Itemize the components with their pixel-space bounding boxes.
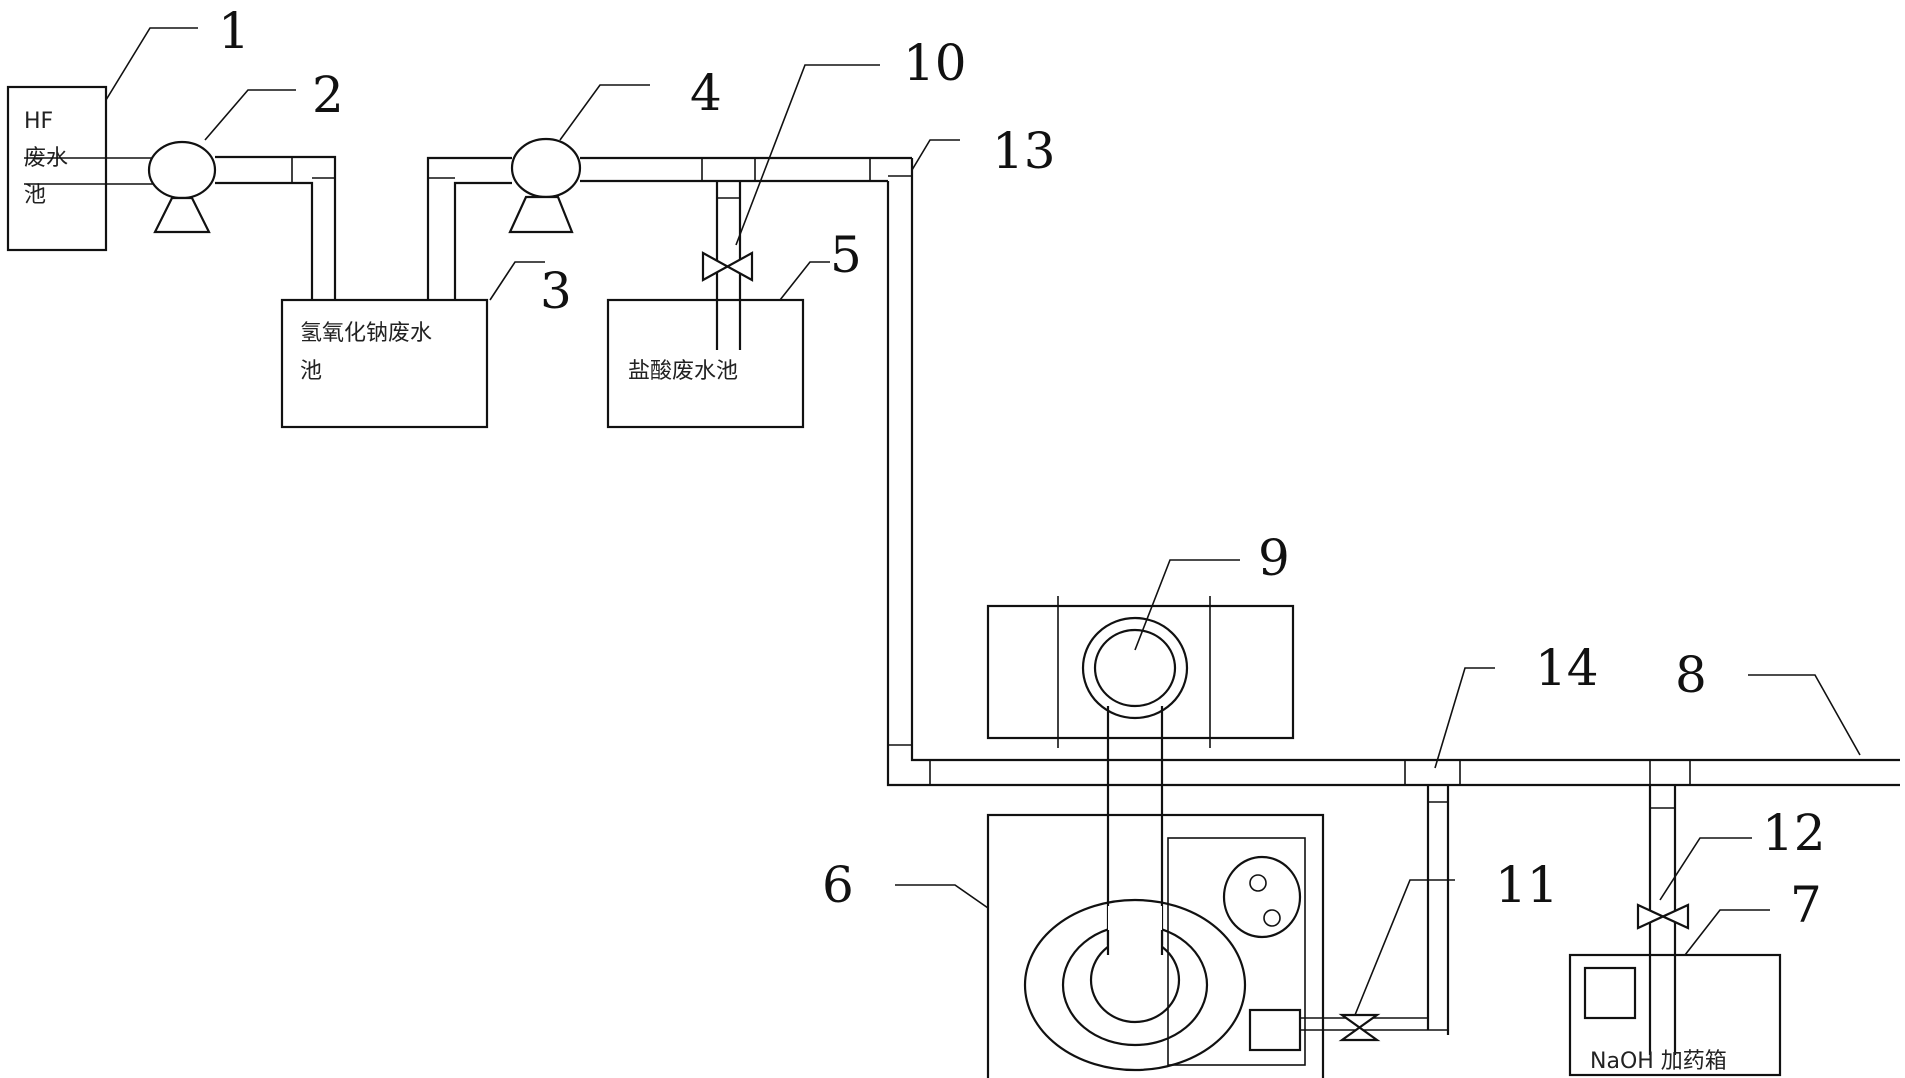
naoh-waste-label-line1: 氢氧化钠废水: [300, 321, 432, 346]
pump-4: [508, 137, 582, 234]
scrubber-6: [986, 813, 1325, 1078]
label-2: 2: [312, 66, 344, 124]
label-1: 1: [218, 2, 250, 60]
label-6: 6: [822, 856, 854, 914]
valve-11: [1338, 1013, 1381, 1042]
hcl-waste-tank: 盐酸废水池: [606, 298, 805, 429]
label-8: 8: [1675, 646, 1707, 704]
pipe-naoh-tank-to-pump4: [426, 156, 512, 300]
blower-9: [986, 596, 1295, 748]
label-5: 5: [830, 226, 862, 284]
pump-2: [147, 140, 217, 234]
naoh-dosing-tank: NaOH 加药箱: [1568, 953, 1782, 1077]
hf-waste-tank: HF 废水 池: [6, 85, 108, 252]
naoh-dosing-label: NaOH 加药箱: [1590, 1049, 1727, 1074]
label-12: 12: [1762, 804, 1826, 862]
label-3: 3: [540, 262, 572, 320]
pipe-pump2-to-naoh-tank: [215, 155, 337, 300]
valve-12: [1636, 903, 1690, 930]
naoh-waste-label-line2: 池: [300, 359, 322, 384]
hf-tank-label-line1: HF: [24, 109, 53, 134]
label-4: 4: [690, 64, 722, 122]
leader-lines: [105, 27, 1861, 1016]
pipe-hf-to-pump2: [24, 157, 153, 185]
valve-10: [701, 251, 754, 282]
label-11: 11: [1495, 856, 1559, 914]
naoh-waste-tank: 氢氧化钠废水 池: [280, 298, 489, 429]
label-14: 14: [1535, 639, 1599, 697]
hf-tank-label-line3: 池: [24, 183, 46, 208]
label-9: 9: [1258, 529, 1290, 587]
hcl-waste-label: 盐酸废水池: [628, 359, 738, 384]
branch-14-to-scrubber: [1300, 785, 1450, 1035]
pipe-pump4-to-junction13: [580, 156, 912, 183]
label-13: 13: [992, 122, 1056, 180]
duct-9-to-6: [1106, 706, 1164, 945]
label-7: 7: [1790, 876, 1822, 934]
pipe-junction13-down: [886, 158, 1900, 787]
label-10: 10: [903, 34, 967, 92]
